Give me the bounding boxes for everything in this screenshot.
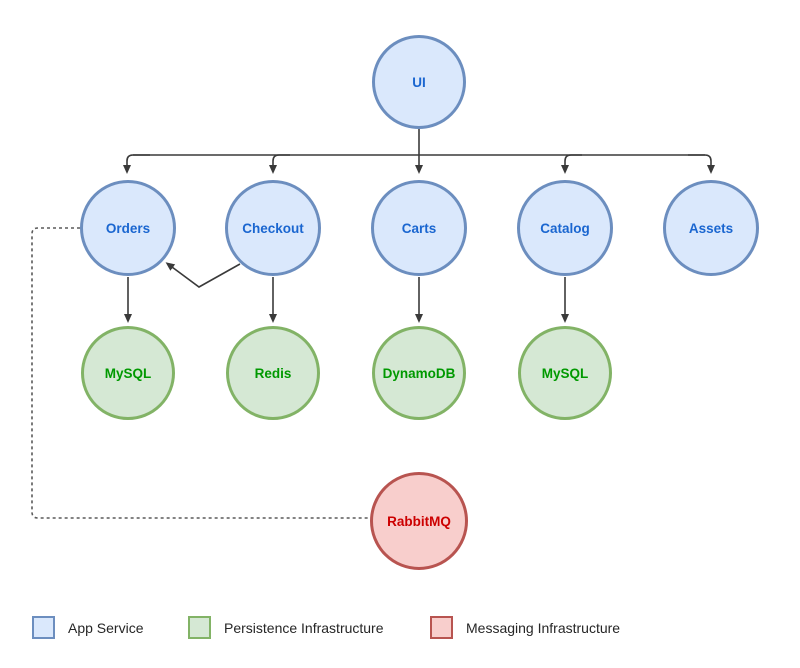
node-mysql-orders: MySQL [81, 326, 175, 420]
legend-item-app-service: App Service [32, 616, 143, 639]
node-rabbitmq: RabbitMQ [370, 472, 468, 570]
node-assets-label: Assets [688, 220, 734, 236]
node-checkout: Checkout [225, 180, 321, 276]
edge-orders-to-rabbitmq-dashed [31, 227, 369, 519]
node-rabbitmq-label: RabbitMQ [387, 513, 451, 529]
node-assets: Assets [663, 180, 759, 276]
edge-ui-to-catalog [561, 154, 582, 174]
node-checkout-label: Checkout [242, 220, 304, 236]
edge-checkout-to-orders [165, 262, 241, 288]
node-ui-label: UI [412, 74, 426, 90]
node-dynamodb-label: DynamoDB [382, 365, 456, 381]
node-catalog: Catalog [517, 180, 613, 276]
node-catalog-label: Catalog [540, 220, 590, 236]
node-mysql-catalog-label: MySQL [541, 365, 589, 381]
legend-label-messaging: Messaging Infrastructure [466, 619, 621, 636]
edge-ui-to-checkout [269, 154, 290, 174]
node-dynamodb: DynamoDB [372, 326, 466, 420]
node-carts-label: Carts [401, 220, 437, 236]
node-orders: Orders [80, 180, 176, 276]
legend-label-persistence: Persistence Infrastructure [224, 619, 384, 636]
legend-item-persistence: Persistence Infrastructure [188, 616, 384, 639]
node-mysql-catalog: MySQL [518, 326, 612, 420]
legend-swatch-messaging [430, 616, 453, 639]
node-orders-label: Orders [105, 220, 151, 236]
legend-swatch-persistence [188, 616, 211, 639]
node-ui: UI [372, 35, 466, 129]
node-mysql-orders-label: MySQL [104, 365, 152, 381]
legend-item-messaging: Messaging Infrastructure [430, 616, 620, 639]
node-redis-label: Redis [254, 365, 292, 381]
node-carts: Carts [371, 180, 467, 276]
edge-ui-to-orders [123, 154, 150, 174]
node-redis: Redis [226, 326, 320, 420]
legend-swatch-app-service [32, 616, 55, 639]
edge-ui-to-assets [688, 154, 715, 174]
legend-label-app-service: App Service [68, 619, 144, 636]
